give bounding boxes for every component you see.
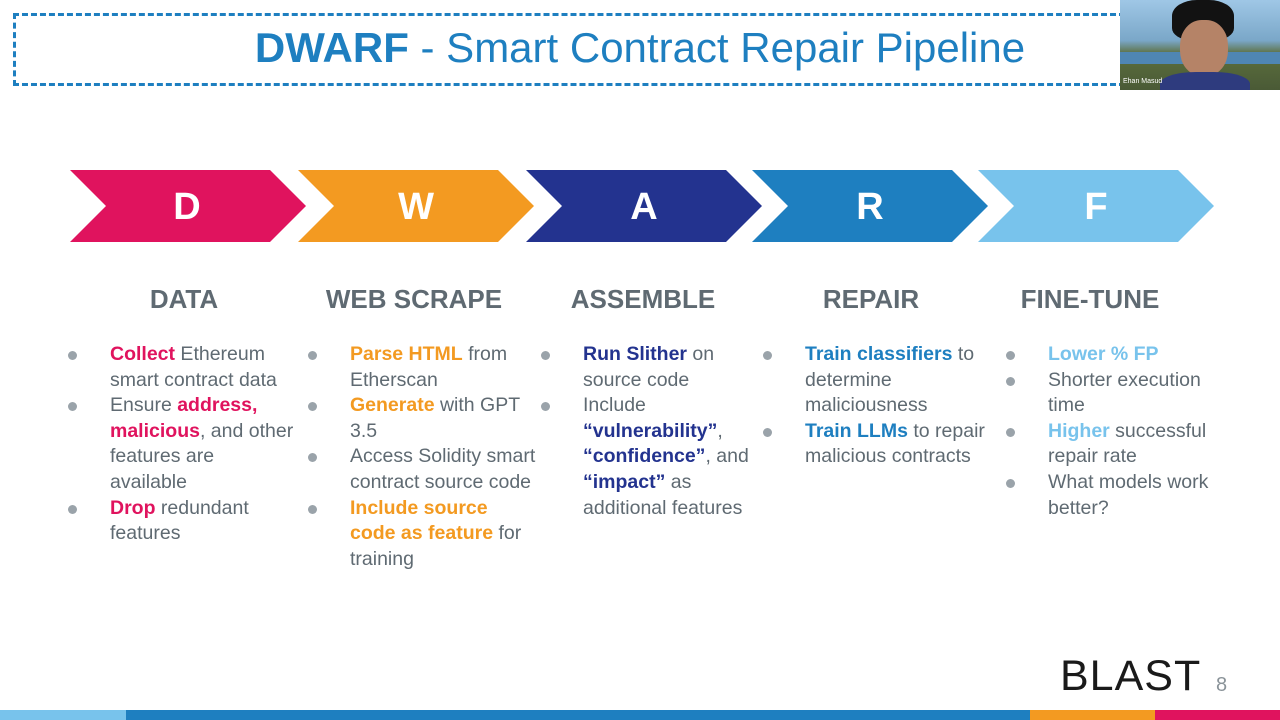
footer-segment: [1030, 710, 1155, 720]
footer-segment: [126, 710, 1030, 720]
blast-logo: BLAST: [1060, 652, 1206, 698]
bullet-highlight: Train LLMs: [805, 420, 908, 442]
bullet-text: Shorter execution time: [1048, 369, 1201, 417]
bullet-item: Include “vulnerability”, “confidence”, a…: [539, 393, 771, 521]
bullet-text: Include: [583, 394, 646, 416]
bullet-list: Train classifiers to determine malicious…: [761, 342, 995, 470]
bullet-item: Train LLMs to repair malicious contracts: [761, 419, 995, 470]
chevron-letter-a: A: [614, 186, 674, 229]
bullet-text: ,: [717, 420, 722, 442]
bullet-text: Ensure: [110, 394, 177, 416]
bullet-text: , and: [705, 445, 748, 467]
bullet-highlight: “confidence”: [583, 445, 705, 467]
chevron-letter-r: R: [840, 186, 900, 229]
bullet-highlight: Higher: [1048, 420, 1110, 442]
bullet-item: Collect Ethereum smart contract data: [66, 342, 294, 393]
bullet-item: Drop redundant features: [66, 496, 294, 547]
chevron-letter-w: W: [386, 186, 446, 229]
column-heading: FINE-TUNE: [1004, 284, 1176, 315]
footer-segment: [0, 710, 126, 720]
bullet-item: Generate with GPT 3.5: [306, 393, 536, 444]
bullet-item: Higher successful repair rate: [1004, 419, 1236, 470]
column-repair: REPAIR Train classifiers to determine ma…: [761, 284, 991, 315]
bullet-highlight: Drop: [110, 497, 156, 519]
bullet-highlight: “vulnerability”: [583, 420, 717, 442]
bullet-highlight: Lower % FP: [1048, 343, 1159, 365]
bullet-highlight: Run Slither: [583, 343, 687, 365]
bullet-item: Train classifiers to determine malicious…: [761, 342, 995, 419]
bullet-item: Lower % FP: [1004, 342, 1236, 368]
blast-logo-text: BLAST: [1060, 652, 1201, 701]
bullet-item: Parse HTML from Etherscan: [306, 342, 536, 393]
column-data: DATA Collect Ethereum smart contract dat…: [66, 284, 296, 315]
chevron-letter-f: F: [1066, 186, 1126, 229]
bullet-item: Run Slither on source code: [539, 342, 771, 393]
chevron-letter-d: D: [157, 186, 217, 229]
page-number: 8: [1216, 674, 1227, 697]
column-heading: DATA: [66, 284, 302, 315]
bullet-highlight: Include source code as feature: [350, 497, 493, 545]
column-heading: REPAIR: [761, 284, 981, 315]
column-heading: WEB SCRAPE: [306, 284, 522, 315]
bullet-highlight: Collect: [110, 343, 175, 365]
bullet-text: Access Solidity smart contract source co…: [350, 445, 535, 493]
bullet-item: Access Solidity smart contract source co…: [306, 444, 536, 495]
bullet-highlight: Parse HTML: [350, 343, 463, 365]
bullet-item: Shorter execution time: [1004, 368, 1236, 419]
bullet-item: Ensure address, malicious, and other fea…: [66, 393, 294, 495]
footer-segment: [1155, 710, 1280, 720]
bullet-item: Include source code as feature for train…: [306, 496, 536, 573]
bullet-highlight: “impact”: [583, 471, 665, 493]
bullet-item: What models work better?: [1004, 470, 1236, 521]
column-heading: ASSEMBLE: [539, 284, 747, 315]
bullet-highlight: Generate: [350, 394, 435, 416]
bullet-highlight: Train classifiers: [805, 343, 952, 365]
bullet-text: What models work better?: [1048, 471, 1208, 519]
footer-bar: [0, 710, 1280, 720]
